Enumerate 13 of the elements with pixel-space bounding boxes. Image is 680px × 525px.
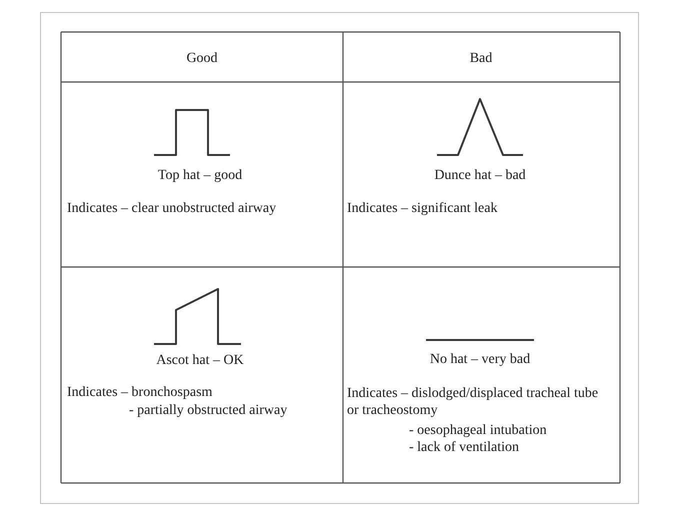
waveform-caption: Dunce hat – bad: [434, 167, 526, 184]
waveform-caption: Ascot hat – OK: [156, 352, 244, 368]
column-header: Good: [186, 50, 218, 66]
indication-text: Indicates – significant leak: [347, 200, 498, 216]
indication-list-item: - lack of ventilation: [409, 438, 520, 456]
waveform-caption: No hat – very bad: [430, 350, 530, 368]
indication-list-item: - oesophageal intubation: [409, 422, 547, 438]
indication-text: Indicates – clear unobstructed airway: [67, 200, 276, 216]
indication-list-item: - partially obstructed airway: [129, 402, 288, 418]
waveform-caption: Top hat – good: [158, 167, 242, 184]
column-header: Bad: [470, 50, 492, 66]
indication-text: Indicates – dislodged/displaced tracheal tube or tracheostomy: [347, 384, 600, 418]
indication-text: Indicates – bronchospasm: [67, 384, 212, 401]
